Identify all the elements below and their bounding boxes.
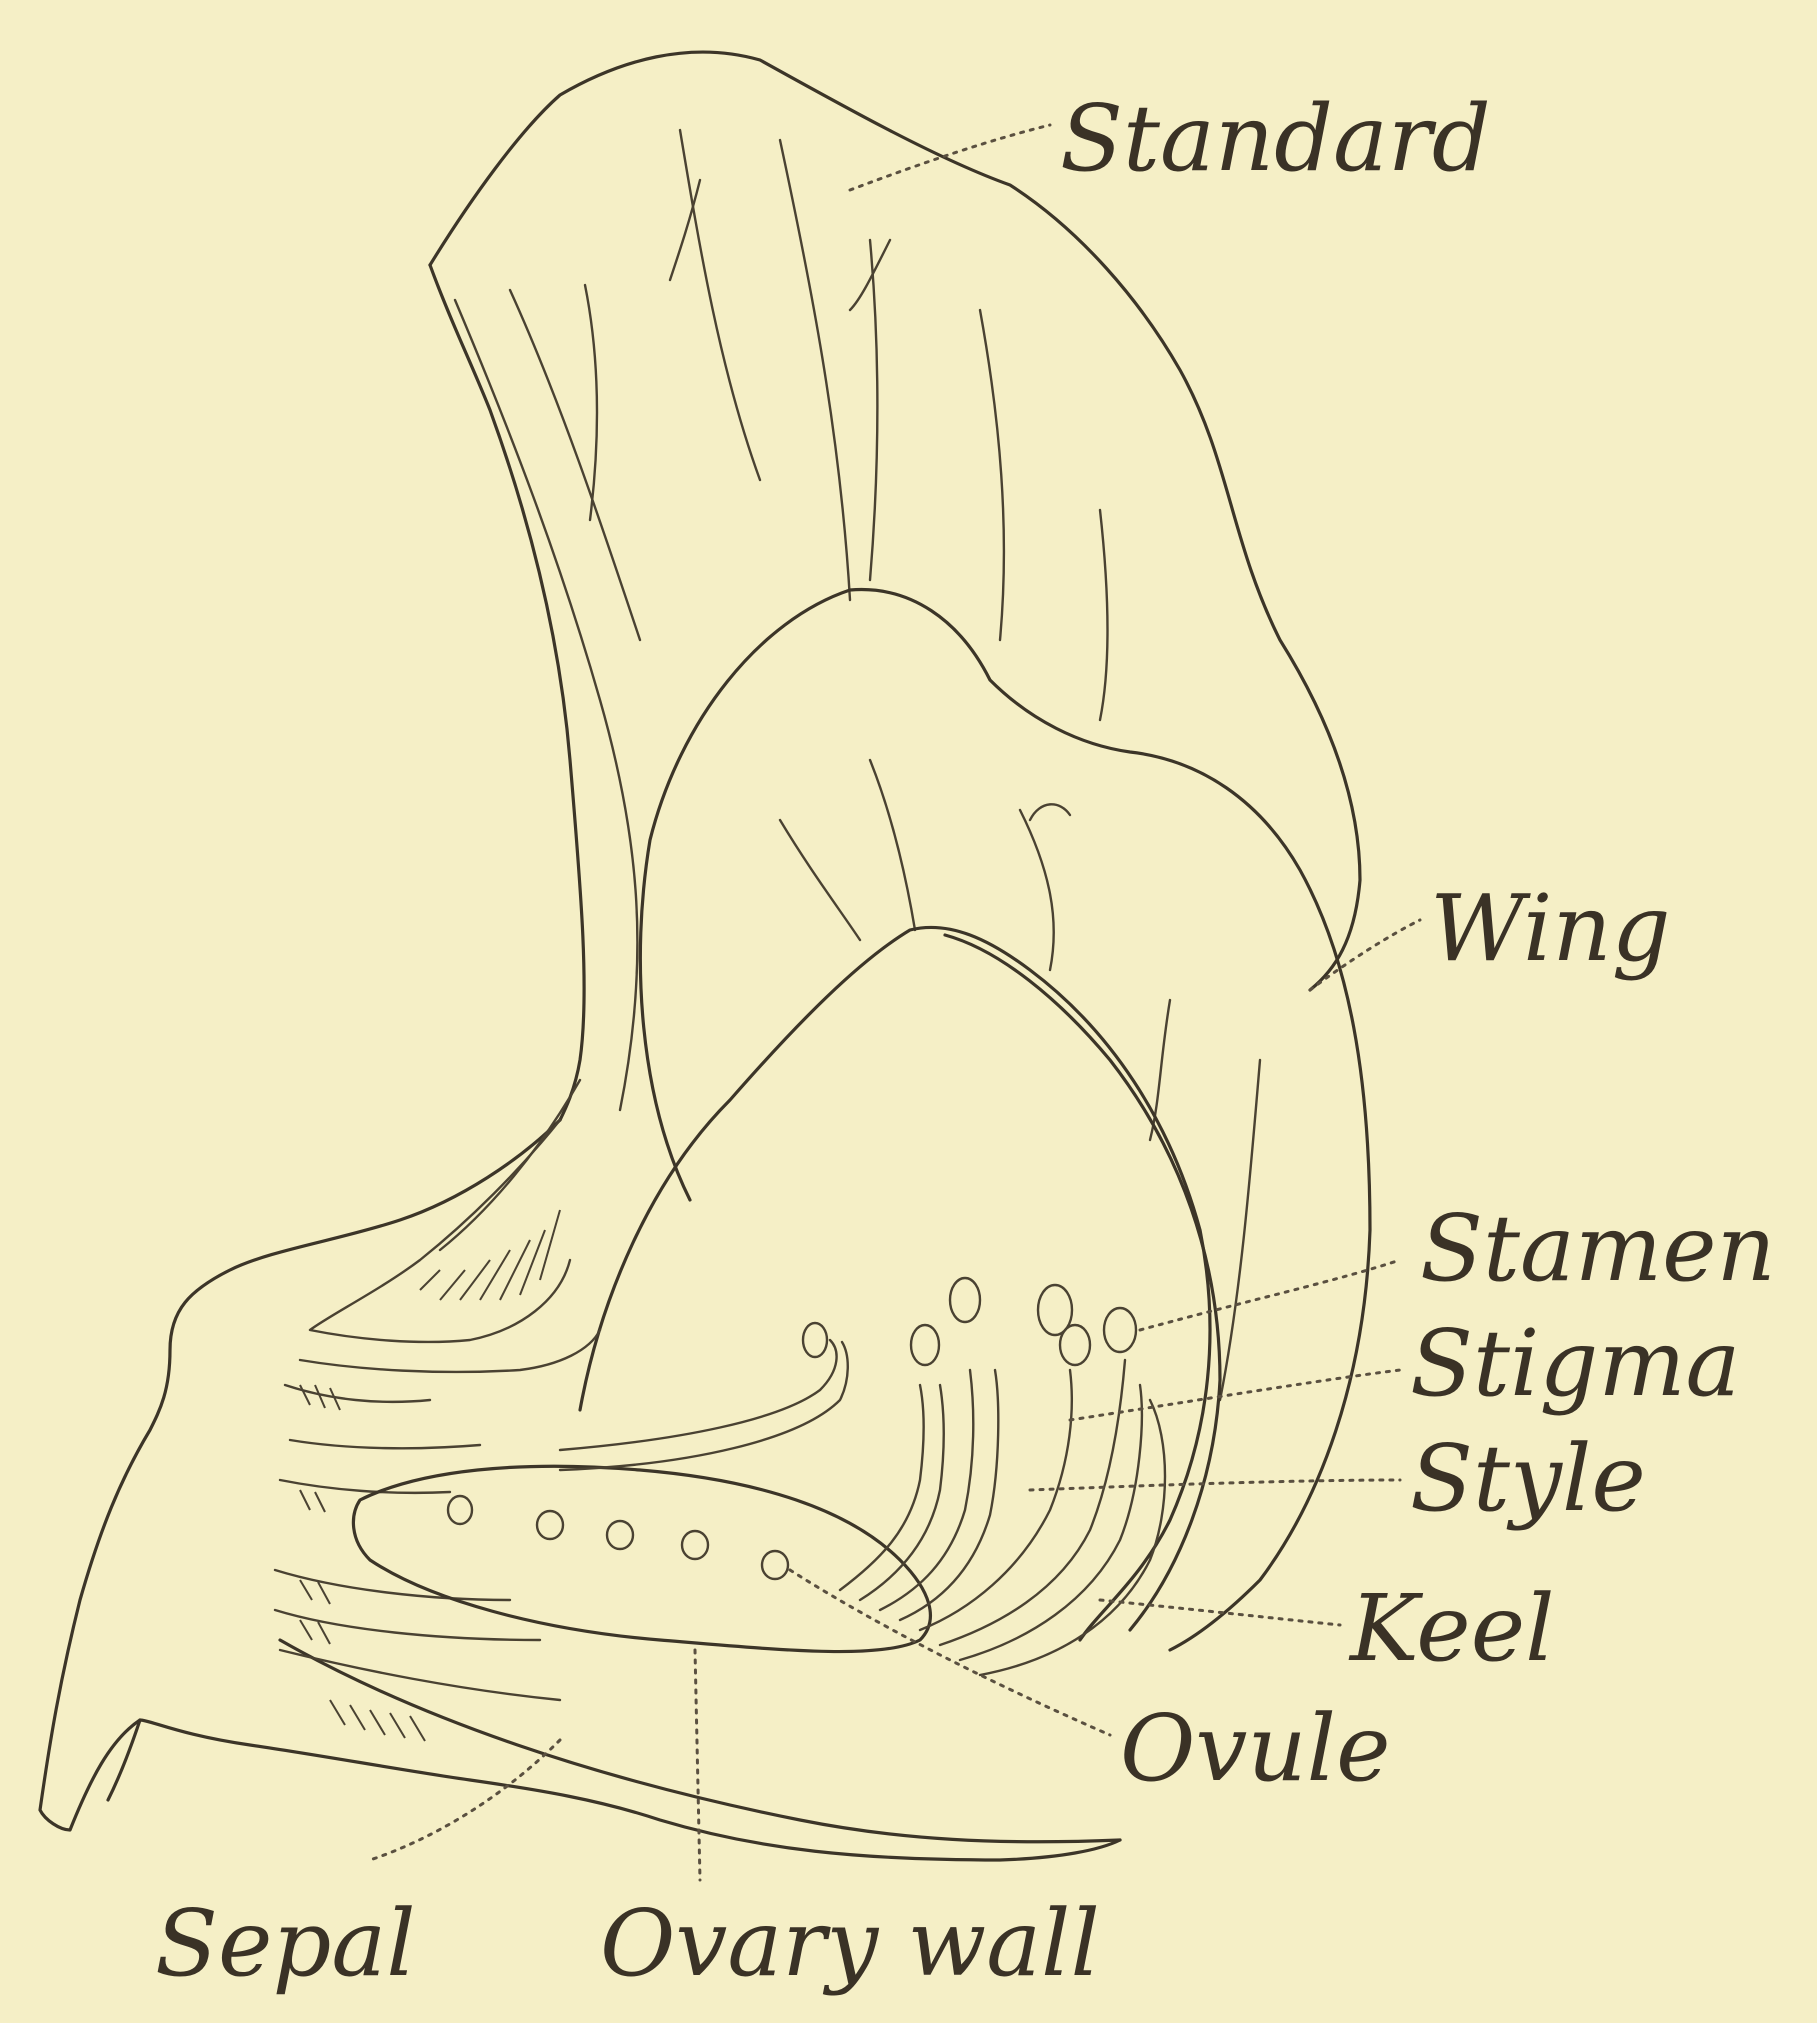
label-wing: Wing — [1430, 875, 1671, 982]
ovule-1 — [448, 1496, 472, 1524]
standard-petal — [430, 52, 1360, 1120]
label-ovule: Ovule — [1120, 1695, 1391, 1802]
leader-lines — [370, 125, 1420, 1880]
sepal — [40, 1120, 1120, 1860]
wing-petal — [640, 590, 1370, 1650]
keel-petal — [580, 927, 1220, 1640]
label-stigma: Stigma — [1410, 1310, 1740, 1417]
label-style: Style — [1410, 1425, 1646, 1532]
ovule-5 — [762, 1551, 788, 1579]
labels: Standard Wing Stamen Stigma Style Keel O… — [155, 85, 1776, 1997]
hatching — [300, 1210, 560, 1741]
base-layers — [275, 1080, 600, 1741]
label-keel: Keel — [1348, 1575, 1555, 1682]
ovule-2 — [537, 1511, 563, 1539]
ovule-3 — [607, 1521, 633, 1549]
label-stamen: Stamen — [1420, 1195, 1776, 1302]
stamens — [560, 1278, 1165, 1675]
label-standard: Standard — [1060, 85, 1491, 192]
label-sepal: Sepal — [155, 1890, 416, 1997]
label-ovary-wall: Ovary wall — [600, 1890, 1100, 1997]
ovary — [353, 1466, 930, 1651]
ovule-4 — [682, 1531, 708, 1559]
